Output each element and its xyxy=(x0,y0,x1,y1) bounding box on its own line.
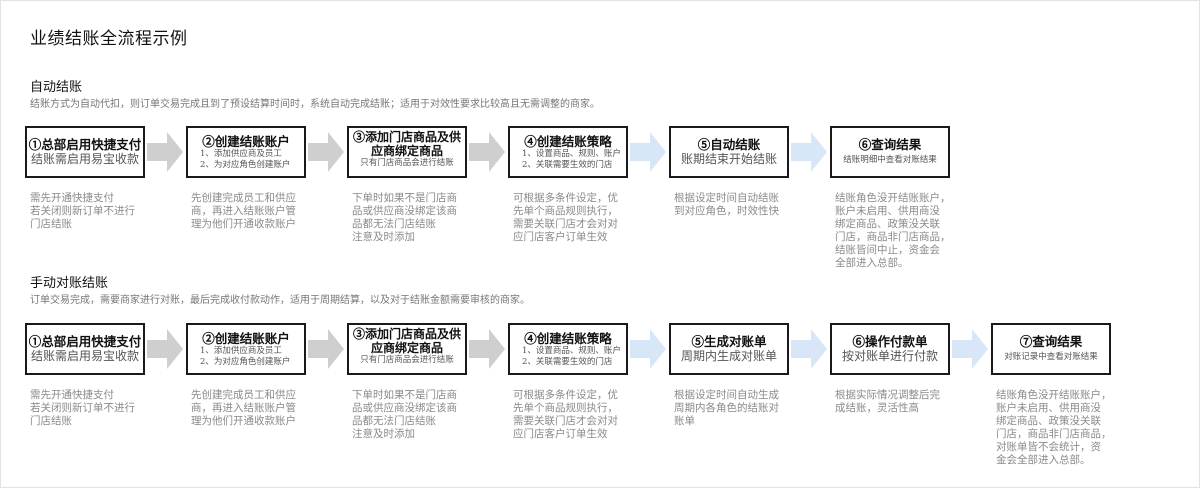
manual-step-7-note: 结账角色没开结账账户，账户未启用、供用商没绑定商品、政策没关联门店，商品非门店商… xyxy=(996,389,1112,466)
auto-step-2-title: ②创建结账账户 xyxy=(202,134,290,149)
manual-step-4-note: 可根据多条件设定，优先单个商品规则执行，需要关联门店才会对对应门店客户订单生效 xyxy=(513,389,618,440)
auto-step-6-note: 结账角色没开结账账户，账户未启用、供用商没绑定商品、政策没关联门店，商品非门店商… xyxy=(835,192,951,269)
page-title: 业绩结账全流程示例 xyxy=(30,29,188,49)
manual-step-1-subtitle: 结账需启用易宝收款 xyxy=(30,349,139,363)
manual-flow-arrow-6 xyxy=(952,329,988,369)
auto-step-1-subtitle: 结账需启用易宝收款 xyxy=(30,152,139,166)
manual-step-5-box: ⑤生成对账单周期内生成对账单 xyxy=(669,323,789,375)
auto-step-6-title: ⑥查询结果 xyxy=(858,137,922,152)
manual-flow-arrow-4 xyxy=(630,329,666,369)
manual-step-3-note: 下单时如果不是门店商品或供应商没绑定该商品都无法门店结账注意及时添加 xyxy=(352,389,457,440)
auto-step-1-title: ①总部启用快捷支付 xyxy=(28,137,142,152)
manual-step-2-title: ②创建结账账户 xyxy=(202,331,290,346)
manual-step-3-box: ③添加门店商品及供应商绑定商品只有门店商品会进行结账 xyxy=(347,323,467,375)
manual-step-5-subtitle: 周期内生成对账单 xyxy=(680,349,777,363)
manual-step-1-box: ①总部启用快捷支付结账需启用易宝收款 xyxy=(25,323,145,375)
auto-step-3-box: ③添加门店商品及供应商绑定商品只有门店商品会进行结账 xyxy=(347,126,467,178)
manual-section-desc: 订单交易完成，需要商家进行对账，最后完成收付款动作，适用于周期结算，以及对于结账… xyxy=(30,295,530,306)
manual-flow-arrow-5 xyxy=(791,329,827,369)
auto-step-1-box: ①总部启用快捷支付结账需启用易宝收款 xyxy=(25,126,145,178)
auto-step-2-note: 先创建完成员工和供应商，再进入结账账户管理为他们开通收款账户 xyxy=(191,192,296,230)
manual-step-3-title: ③添加门店商品及供应商绑定商品 xyxy=(352,327,461,355)
manual-step-6-note: 根据实际情况调整后完成结账，灵活性高 xyxy=(835,389,940,414)
manual-step-1-note: 需先开通快捷支付若关闭则新订单不进行门店结账 xyxy=(30,389,135,427)
manual-step-6-title: ⑥操作付款单 xyxy=(852,334,928,349)
manual-flow-arrow-3 xyxy=(469,329,505,369)
auto-step-3-subtitle: 只有门店商品会进行结账 xyxy=(360,158,454,168)
auto-step-5-title: ⑤自动结账 xyxy=(697,137,761,152)
auto-step-1-note: 需先开通快捷支付若关闭则新订单不进行门店结账 xyxy=(30,192,135,230)
manual-step-6-subtitle: 按对账单进行付款 xyxy=(841,349,938,363)
auto-step-6-subtitle: 结账明细中查看对账结果 xyxy=(843,155,937,165)
auto-section-title: 自动结账 xyxy=(30,80,83,95)
auto-step-3-title: ③添加门店商品及供应商绑定商品 xyxy=(352,130,461,158)
auto-section-desc: 结账方式为自动代扣，则订单交易完成且到了预设结算时间时，系统自动完成结账；适用于… xyxy=(30,99,600,110)
manual-step-6-box: ⑥操作付款单按对账单进行付款 xyxy=(830,323,950,375)
auto-flow-arrow-4 xyxy=(630,132,666,172)
manual-step-7-box: ⑦查询结果对账记录中查看对账结果 xyxy=(991,323,1111,375)
auto-flow-arrow-2 xyxy=(308,132,344,172)
manual-flow-arrow-1 xyxy=(147,329,183,369)
manual-step-3-subtitle: 只有门店商品会进行结账 xyxy=(360,355,454,365)
auto-step-5-subtitle: 账期结束开始结账 xyxy=(680,152,777,166)
manual-step-4-title: ④创建结账策略 xyxy=(524,331,612,346)
manual-step-1-title: ①总部启用快捷支付 xyxy=(28,334,142,349)
manual-step-5-note: 根据设定时间自动生成周期内各角色的结账对账单 xyxy=(674,389,779,427)
auto-step-3-note: 下单时如果不是门店商品或供应商没绑定该商品都无法门店结账注意及时添加 xyxy=(352,192,457,243)
auto-step-5-box: ⑤自动结账账期结束开始结账 xyxy=(669,126,789,178)
auto-flow-arrow-5 xyxy=(791,132,827,172)
manual-section-title: 手动对账结账 xyxy=(30,276,109,291)
manual-step-5-title: ⑤生成对账单 xyxy=(691,334,767,349)
auto-step-5-note: 根据设定时间自动结账到对应角色，时效性快 xyxy=(674,192,779,217)
auto-step-6-box: ⑥查询结果结账明细中查看对账结果 xyxy=(830,126,950,178)
auto-flow-arrow-3 xyxy=(469,132,505,172)
manual-flow-arrow-2 xyxy=(308,329,344,369)
manual-step-7-title: ⑦查询结果 xyxy=(1019,334,1083,349)
auto-step-4-note: 可根据多条件设定，优先单个商品规则执行，需要关联门店才会对对应门店客户订单生效 xyxy=(513,192,618,243)
auto-step-4-title: ④创建结账策略 xyxy=(524,134,612,149)
auto-flow-arrow-1 xyxy=(147,132,183,172)
manual-step-2-note: 先创建完成员工和供应商，再进入结账账户管理为他们开通收款账户 xyxy=(191,389,296,427)
manual-step-7-subtitle: 对账记录中查看对账结果 xyxy=(1004,352,1098,362)
